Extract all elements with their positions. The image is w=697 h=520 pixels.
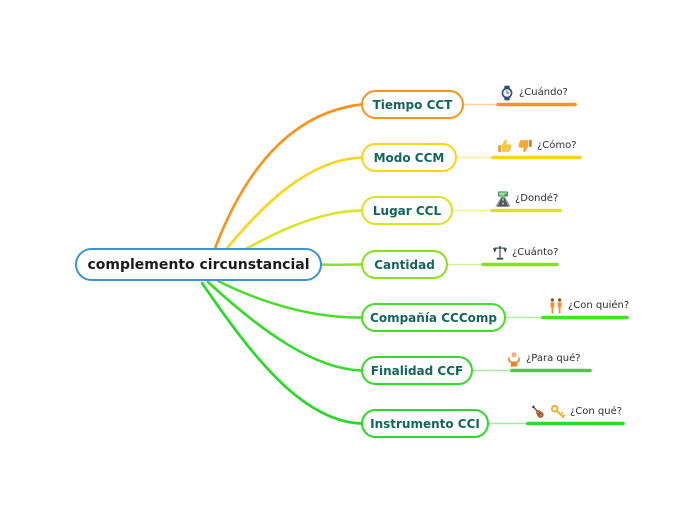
- guitar-icon: [530, 404, 546, 420]
- topic-label: Tiempo CCT: [372, 97, 453, 112]
- question-label: ¿Dondé?: [515, 193, 559, 204]
- topic-label: Cantidad: [374, 257, 435, 272]
- question-label: ¿Cuándo?: [519, 87, 568, 98]
- question-compania[interactable]: ¿Con quién?: [548, 297, 629, 314]
- key-icon: [550, 404, 566, 420]
- question-label: ¿Para qué?: [526, 353, 581, 364]
- watch-icon: [499, 85, 515, 101]
- edge-tiempo-curve: [212, 103, 363, 253]
- question-label: ¿Con quién?: [568, 300, 630, 311]
- balance-scale-icon: [492, 245, 508, 261]
- edge-finalidad-curve: [206, 280, 363, 372]
- thumbs-up-icon: [497, 138, 513, 154]
- topic-instrumento-cci[interactable]: Instrumento CCI: [361, 409, 489, 438]
- topic-cantidad[interactable]: Cantidad: [361, 250, 448, 279]
- motorway-icon: [495, 190, 511, 207]
- question-modo[interactable]: ¿Cómo?: [497, 137, 577, 154]
- question-lugar[interactable]: ¿Dondé?: [495, 190, 558, 207]
- edge-lugar-curve: [236, 209, 363, 255]
- topic-label: Compañía CCComp: [370, 310, 497, 325]
- topic-lugar-ccl[interactable]: Lugar CCL: [361, 196, 453, 225]
- topic-label: Lugar CCL: [372, 203, 442, 218]
- topic-label: Instrumento CCI: [370, 416, 480, 431]
- two-men-icon: [548, 297, 564, 314]
- edge-instrumento-curve: [200, 281, 363, 425]
- question-cantidad[interactable]: ¿Cuánto?: [492, 244, 558, 261]
- edge-compania-curve: [216, 279, 363, 319]
- topic-label: Modo CCM: [373, 150, 445, 165]
- question-label: ¿Cuánto?: [512, 247, 559, 258]
- topic-tiempo-cct[interactable]: Tiempo CCT: [361, 90, 464, 119]
- topic-finalidad-ccf[interactable]: Finalidad CCF: [361, 356, 473, 385]
- edge-modo-curve: [222, 156, 363, 254]
- root-topic-label: complemento circunstancial: [87, 256, 310, 273]
- topic-label: Finalidad CCF: [370, 363, 464, 378]
- question-label: ¿Cómo?: [537, 140, 577, 151]
- thumbs-down-icon: [517, 138, 533, 154]
- question-instrumento[interactable]: ¿Con qué?: [530, 403, 622, 420]
- question-tiempo[interactable]: ¿Cuándo?: [499, 84, 568, 101]
- root-topic[interactable]: complemento circunstancial: [75, 248, 322, 281]
- person-shrugging-icon: [506, 351, 522, 367]
- topic-modo-ccm[interactable]: Modo CCM: [361, 143, 457, 172]
- question-label: ¿Con qué?: [570, 406, 623, 417]
- question-finalidad[interactable]: ¿Para qué?: [506, 350, 581, 367]
- topic-compania-cccomp[interactable]: Compañía CCComp: [361, 303, 506, 332]
